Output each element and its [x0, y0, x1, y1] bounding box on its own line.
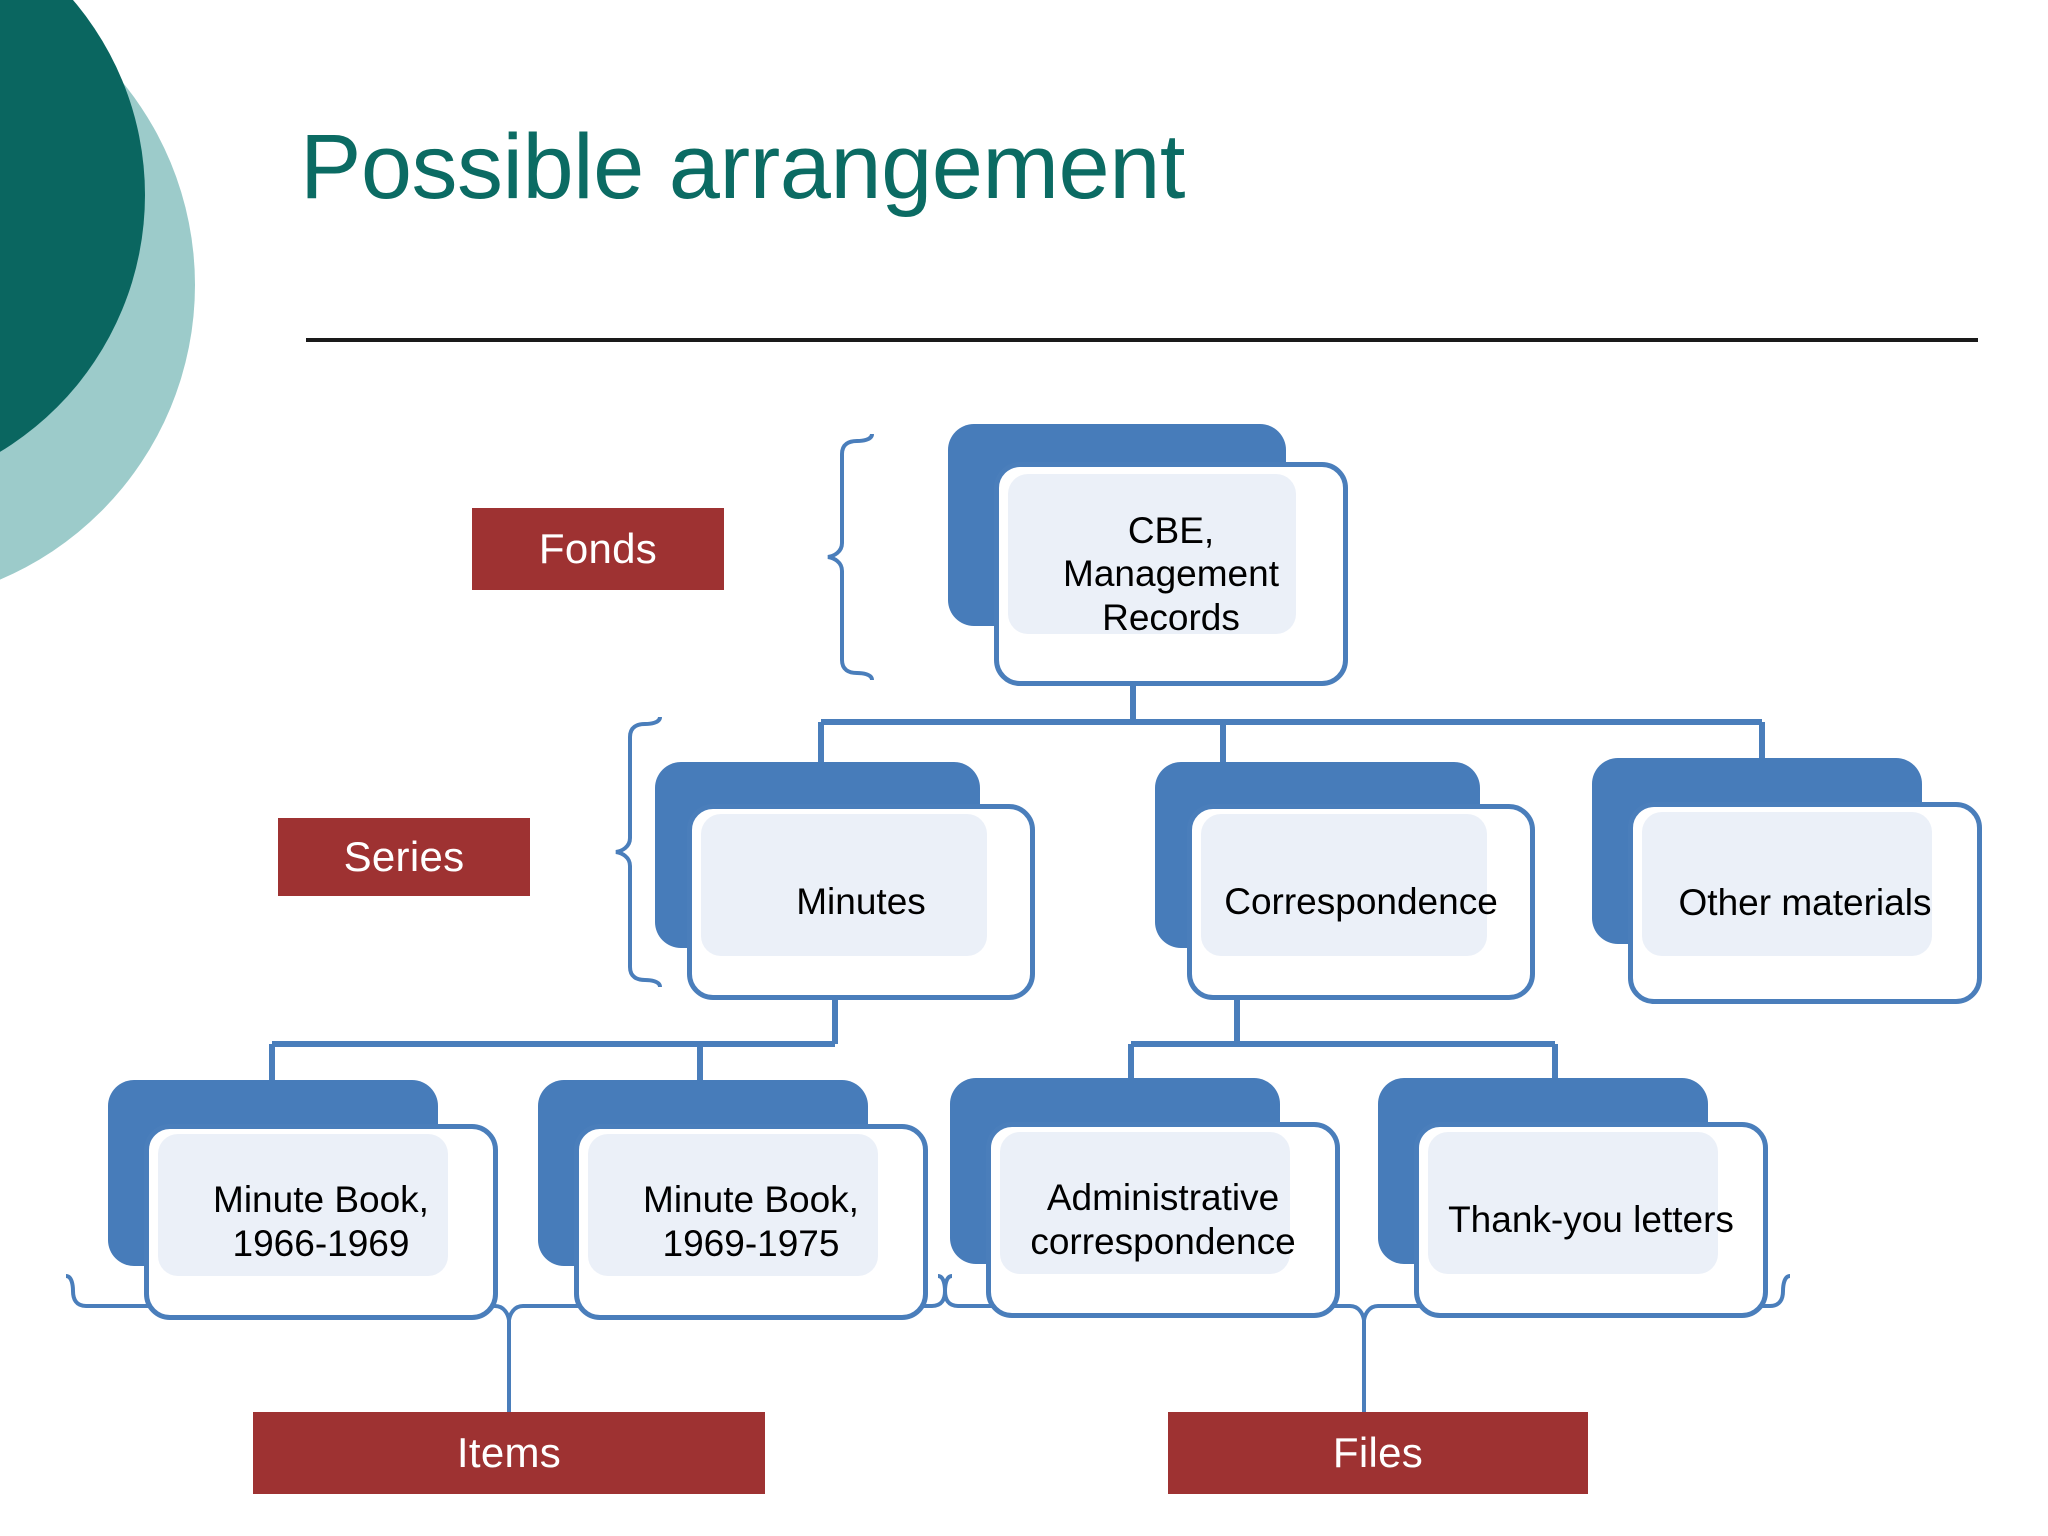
level-label-fonds-text: Fonds [538, 525, 658, 572]
node-inner-fill [1008, 474, 1296, 634]
node-other-materials[interactable]: Other materials [1592, 758, 1982, 1004]
title-divider-rule [306, 338, 1978, 342]
level-label-files[interactable]: Files [1168, 1412, 1588, 1494]
node-inner-fill [1201, 814, 1487, 956]
node-minutes[interactable]: Minutes [655, 762, 1035, 1000]
level-label-items-text: Items [456, 1429, 562, 1476]
node-label: Minutes [796, 881, 926, 923]
node-minute-book-1969-1975[interactable]: Minute Book, 1969-1975 [538, 1080, 928, 1320]
node-label: Other materials [1678, 882, 1932, 924]
node-label: Thank-you letters [1448, 1199, 1734, 1241]
node-correspondence[interactable]: Correspondence [1155, 762, 1535, 1000]
node-minute-book-1966-1969[interactable]: Minute Book, 1966-1969 [108, 1080, 498, 1320]
level-label-fonds[interactable]: Fonds [472, 508, 724, 590]
node-inner-fill [1000, 1132, 1290, 1274]
node-inner-fill [1642, 812, 1932, 956]
level-label-series-text: Series [343, 833, 465, 880]
node-inner-fill [1428, 1132, 1718, 1274]
level-label-series[interactable]: Series [278, 818, 530, 896]
node-label: CBE, Management Records [1063, 509, 1279, 638]
level-label-items[interactable]: Items [253, 1412, 765, 1494]
level-label-files-text: Files [1332, 1429, 1424, 1476]
node-label: Administrative correspondence [1030, 1177, 1296, 1262]
node-label: Correspondence [1224, 881, 1498, 923]
page-title: Possible arrangement [300, 116, 1185, 218]
node-administrative-correspondence[interactable]: Administrative correspondence [950, 1078, 1340, 1318]
node-label: Minute Book, 1969-1975 [643, 1179, 859, 1264]
node-inner-fill [588, 1134, 878, 1276]
node-cbe-management-records[interactable]: CBE, Management Records [948, 424, 1348, 686]
node-thank-you-letters[interactable]: Thank-you letters [1378, 1078, 1768, 1318]
node-label: Minute Book, 1966-1969 [213, 1179, 429, 1264]
node-inner-fill [701, 814, 987, 956]
node-inner-fill [158, 1134, 448, 1276]
